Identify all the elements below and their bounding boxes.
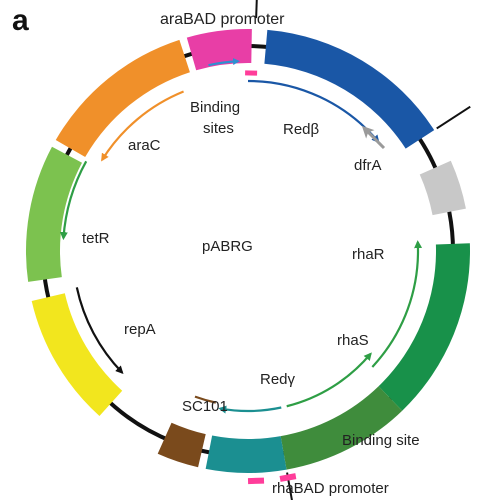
label-binding-sites-2: sites bbox=[203, 120, 234, 137]
araC-arrow bbox=[101, 90, 184, 162]
label-tetR: tetR bbox=[82, 230, 110, 247]
segment-redbeta bbox=[264, 29, 435, 149]
panel-letter: a bbox=[12, 4, 29, 37]
tick-araBAD-promoter bbox=[255, 0, 258, 19]
segment-rhaS bbox=[280, 386, 403, 470]
segment-tetR bbox=[26, 146, 83, 282]
segment-araC bbox=[55, 39, 190, 158]
rhaS-arrow bbox=[286, 352, 372, 408]
label-redgamma: Redγ bbox=[260, 371, 296, 388]
segment-sc101 bbox=[157, 422, 206, 468]
dfrA-arrow bbox=[361, 125, 386, 150]
label-araBAD-promoter: araBAD promoter bbox=[160, 11, 285, 28]
sc101-arrow bbox=[194, 395, 217, 404]
label-rhaS: rhaS bbox=[337, 332, 369, 349]
label-rhaBAD-promoter: rhaBAD promoter bbox=[272, 480, 389, 497]
rhaR-arrow bbox=[371, 240, 423, 368]
segment-rhaBAD-promoter bbox=[205, 435, 287, 473]
repA-arrow bbox=[75, 287, 124, 375]
label-redbeta: Redβ bbox=[283, 121, 320, 138]
binding-sites-arrow bbox=[208, 58, 241, 67]
label-dfrA: dfrA bbox=[354, 157, 382, 174]
label-binding-sites-1: Binding bbox=[190, 99, 240, 116]
segment-rhaR bbox=[378, 243, 470, 411]
binding-site-mark-2 bbox=[247, 477, 265, 485]
tetR-arrow bbox=[59, 160, 88, 241]
label-sc101: SC101 bbox=[182, 398, 228, 415]
segment-repA bbox=[31, 293, 123, 416]
binding-site-mark bbox=[279, 473, 297, 482]
label-rhaR: rhaR bbox=[352, 246, 385, 263]
label-plasmid-name: pABRG bbox=[202, 238, 253, 255]
tick-redbeta-end bbox=[436, 105, 471, 130]
segment-dfrA bbox=[419, 160, 466, 216]
binding-sites-mark-top bbox=[245, 70, 258, 76]
label-repA: repA bbox=[124, 321, 156, 338]
redgamma-arrow bbox=[218, 405, 282, 414]
label-araC: araC bbox=[128, 137, 161, 154]
label-binding-site: Binding site bbox=[342, 432, 420, 449]
